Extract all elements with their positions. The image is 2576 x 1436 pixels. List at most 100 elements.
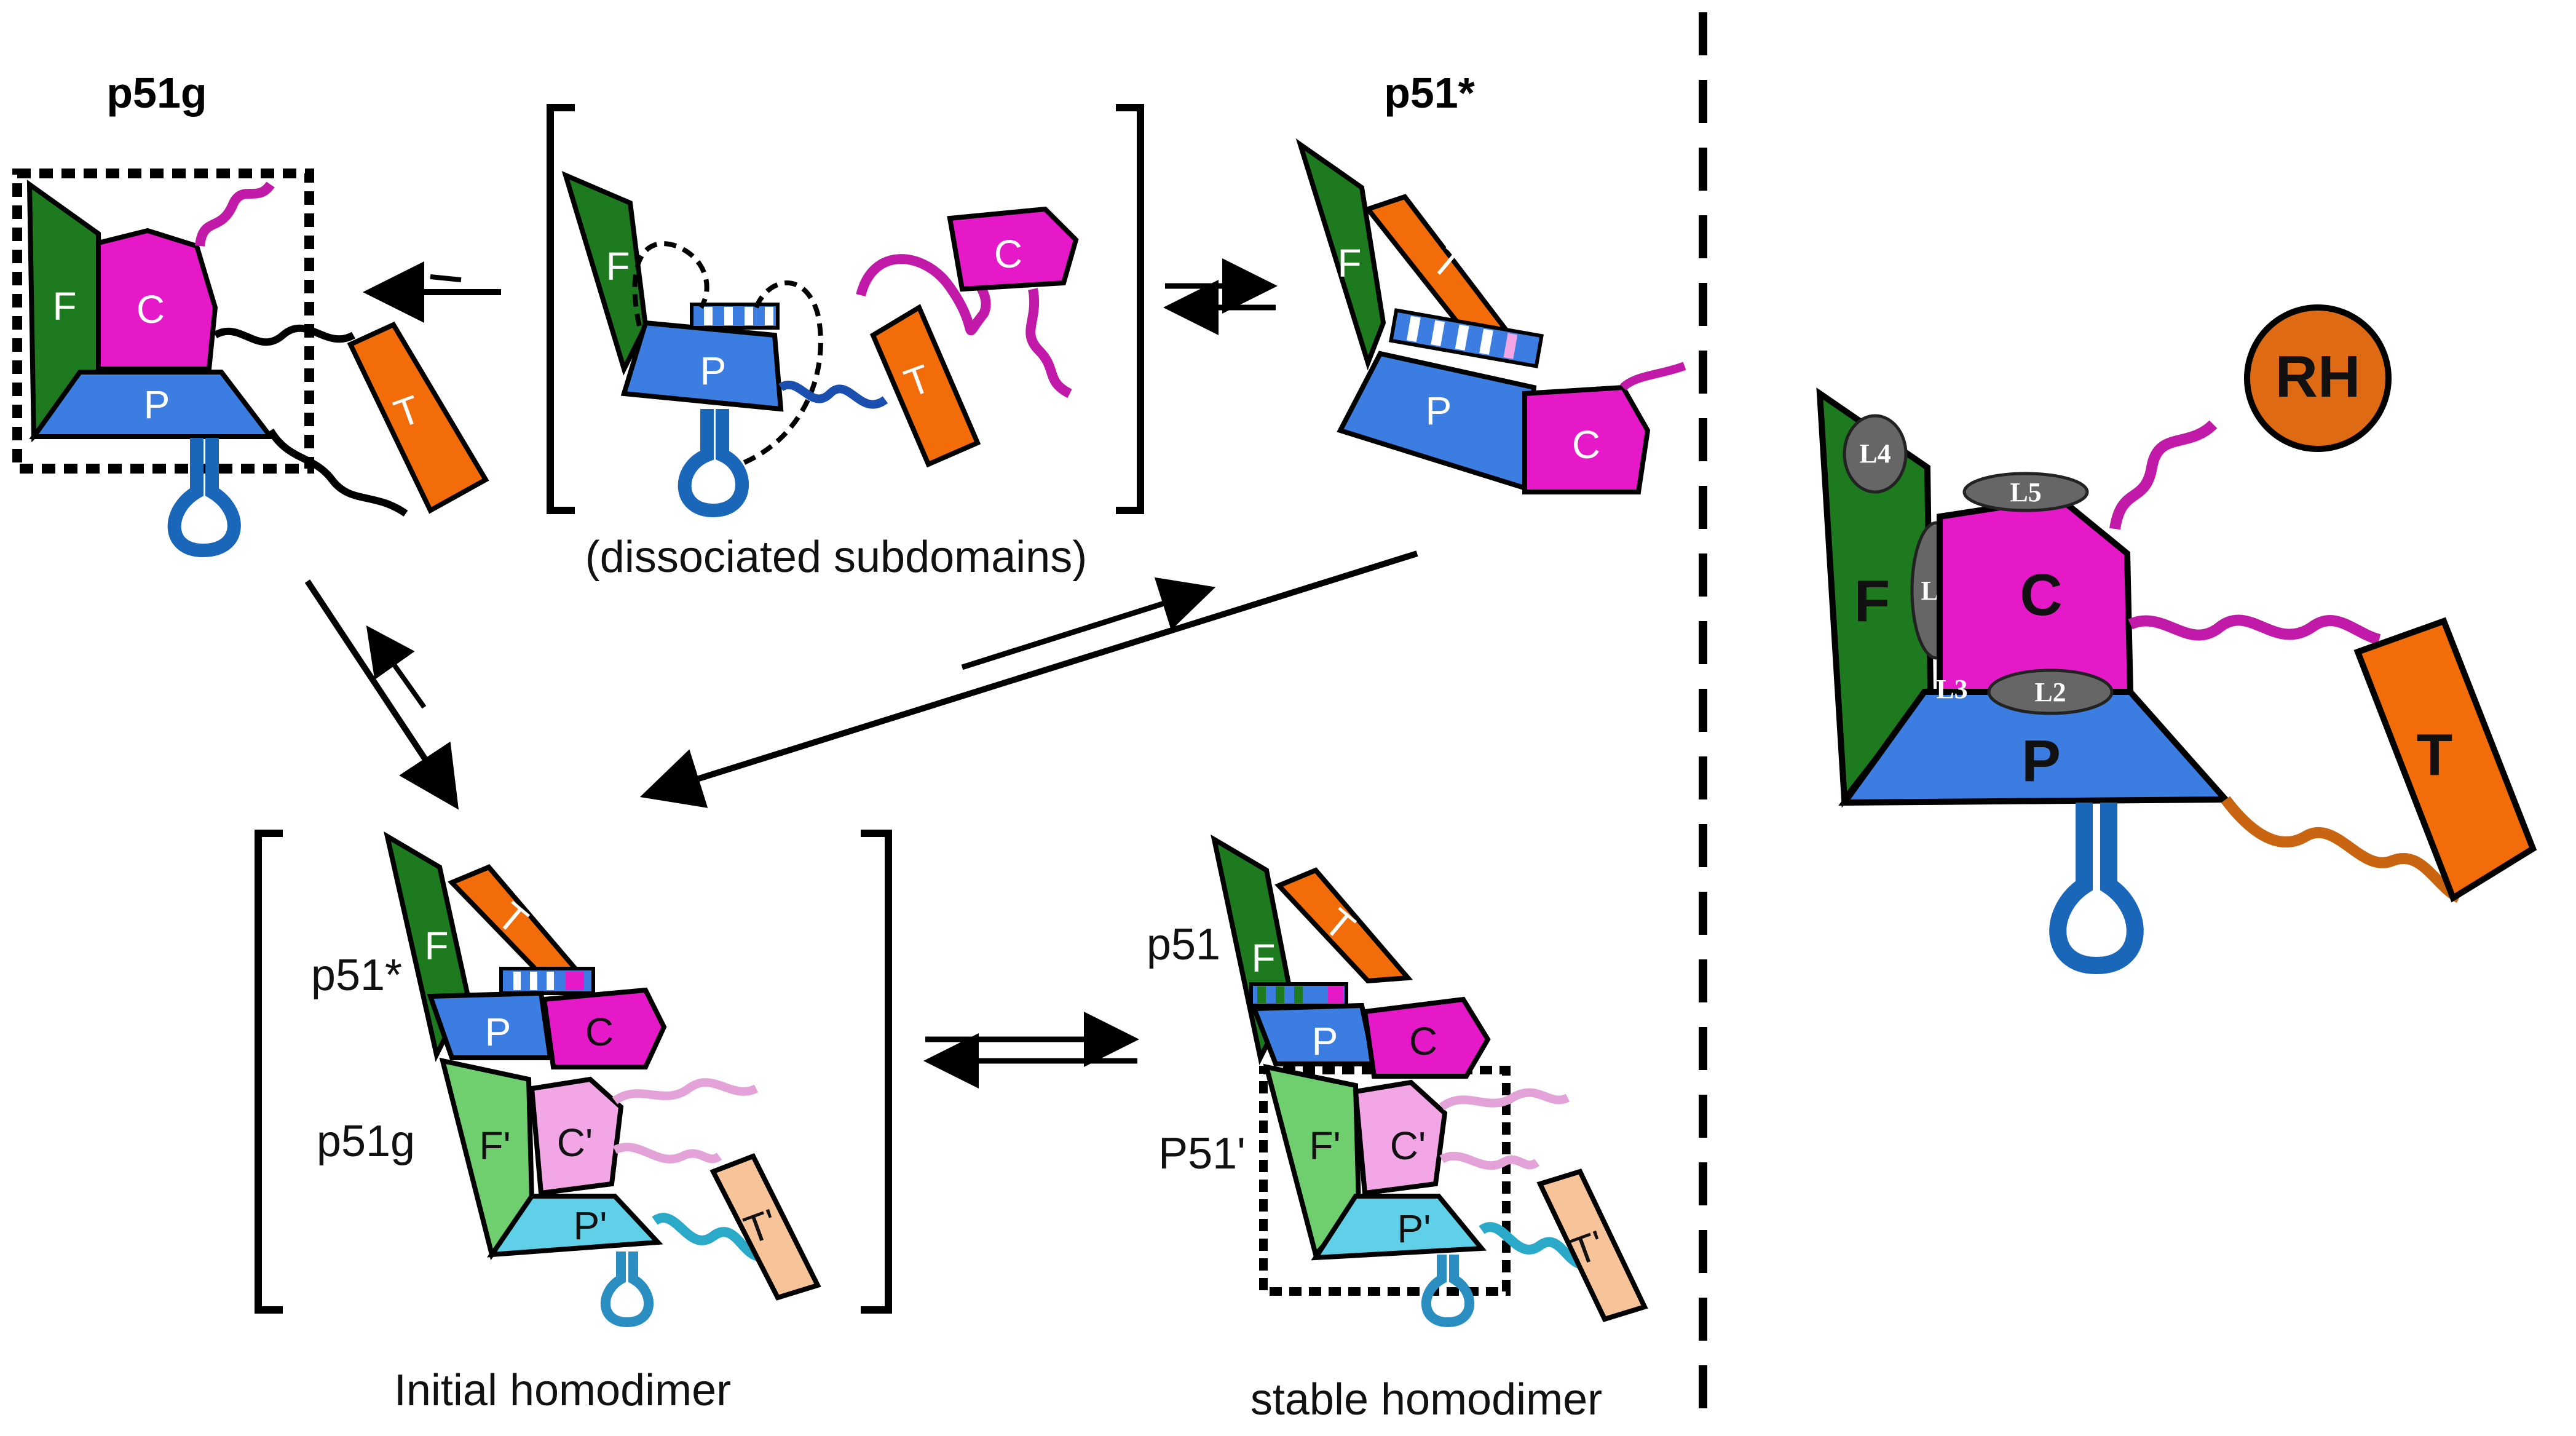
stable-p51prime-label: P51' — [1158, 1129, 1246, 1178]
p51g-panel: p51g F C P T — [12, 69, 489, 558]
diss-palm — [620, 320, 784, 412]
init-top-strand-stripes — [513, 972, 584, 990]
svg-text:F': F' — [479, 1124, 510, 1168]
svg-text:P: P — [1312, 1019, 1338, 1063]
svg-text:L2: L2 — [2034, 677, 2066, 707]
bracket-right-2 — [861, 830, 892, 1314]
full-linker-bottom — [2221, 796, 2462, 903]
stable-bottom-linker-1 — [1439, 1151, 1540, 1170]
p51star-title: p51* — [1384, 69, 1476, 117]
diss-thumb — [869, 304, 981, 468]
equilibrium-arrow-3 — [639, 550, 1418, 808]
p51g-title: p51g — [106, 69, 207, 117]
svg-text:C': C' — [557, 1121, 593, 1165]
svg-text:P: P — [144, 383, 170, 427]
diss-dashed-arc-1 — [632, 241, 709, 327]
svg-text:P: P — [2021, 728, 2061, 794]
diss-dashed-arc-2 — [730, 280, 823, 470]
svg-text:F: F — [1337, 241, 1361, 285]
svg-text:C: C — [136, 287, 165, 331]
detailed-schematic-panel: F L4 L1 C L5 P L2 L3 RH T — [1816, 304, 2537, 975]
svg-text:RH: RH — [2275, 344, 2361, 410]
diss-ctail — [1025, 288, 1072, 399]
init-bottom-thumb — [709, 1152, 821, 1301]
svg-text:F: F — [1251, 936, 1275, 980]
loop-L2 — [1987, 668, 2114, 715]
bracket-right-1 — [1116, 104, 1144, 514]
full-linker-top — [2128, 614, 2381, 645]
stable-top-thumb — [1274, 867, 1413, 984]
stable-bottom-thumb — [1536, 1168, 1648, 1322]
stable-bottom-connection — [1353, 1079, 1448, 1196]
stable-bottom-linker-2 — [1479, 1222, 1594, 1271]
equilibrium-arrow-1 — [363, 261, 501, 323]
svg-text:F: F — [1854, 568, 1891, 634]
init-bottom-palm — [487, 1194, 663, 1258]
loop-L3-label: L3 — [1936, 674, 1967, 704]
svg-text:F': F' — [1309, 1124, 1340, 1168]
svg-text:T: T — [2417, 722, 2453, 788]
p51g-connection — [96, 228, 218, 371]
svg-text:F: F — [424, 924, 448, 968]
stable-bottom-loop — [1421, 1255, 1474, 1328]
initial-caption: Initial homodimer — [394, 1366, 731, 1415]
p51g-ctail — [195, 181, 275, 247]
equilibrium-arrow-5 — [923, 1012, 1139, 1089]
init-bottom-loop — [601, 1252, 654, 1328]
p51g-linker-bottom — [267, 428, 408, 517]
svg-text:P: P — [1426, 389, 1452, 433]
svg-text:C: C — [2020, 562, 2062, 628]
bracket-left-1 — [547, 104, 575, 514]
diss-beta-loop — [678, 409, 749, 518]
svg-text:P': P' — [1397, 1207, 1431, 1251]
init-bottom-linker-2 — [652, 1213, 771, 1262]
svg-text:F: F — [606, 244, 630, 288]
svg-text:P: P — [700, 349, 727, 393]
svg-text:L5: L5 — [2010, 477, 2041, 507]
bracket-left-2 — [255, 830, 283, 1314]
full-thumb — [2353, 617, 2537, 903]
svg-text:C: C — [1409, 1019, 1437, 1063]
svg-text:P: P — [485, 1010, 512, 1054]
loop-L4 — [1843, 414, 1908, 494]
p51g-thumb — [347, 321, 489, 514]
init-top-connection — [541, 987, 667, 1069]
stable-bottom-palm — [1311, 1194, 1487, 1261]
p51star-panel: p51* F T P C — [1295, 69, 1686, 494]
svg-text:C': C' — [1390, 1124, 1426, 1168]
svg-text:L4: L4 — [1859, 438, 1891, 469]
svg-text:C: C — [585, 1010, 614, 1054]
stable-p51-label: p51 — [1147, 920, 1220, 969]
initial-p51g-label: p51g — [317, 1117, 415, 1166]
svg-text:C: C — [1572, 422, 1600, 467]
svg-text:F: F — [52, 284, 76, 328]
stable-top-connection — [1362, 996, 1491, 1079]
svg-text:P': P' — [574, 1204, 607, 1248]
svg-text:C: C — [994, 232, 1022, 276]
stable-homodimer-panel: p51 P51' F T P C F' C' P' T' stable homo… — [1147, 834, 1648, 1424]
full-rnaseh — [2244, 304, 2392, 452]
diss-connection — [947, 206, 1079, 292]
init-bottom-ctail — [612, 1078, 759, 1105]
p51g-linker-top — [213, 324, 355, 346]
dissociated-caption: (dissociated subdomains) — [585, 533, 1087, 582]
init-bottom-linker-1 — [612, 1143, 722, 1164]
p51star-connection — [1522, 384, 1651, 494]
stable-bottom-ctail — [1439, 1088, 1570, 1111]
stable-top-strand-stripes — [1257, 986, 1343, 1003]
stable-caption: stable homodimer — [1250, 1375, 1602, 1424]
equilibrium-arrow-2 — [1163, 258, 1278, 335]
full-beta-loop — [2049, 803, 2144, 975]
p51star-strand-stripes — [1406, 315, 1518, 359]
p51g-dashed-box — [12, 169, 314, 474]
diss-linker-blue — [778, 380, 888, 409]
p51star-fingers — [1295, 138, 1386, 371]
p51star-ctail — [1620, 362, 1686, 391]
p51g-beta-loop — [167, 438, 241, 558]
loop-L5 — [1962, 472, 2089, 512]
initial-homodimer-panel: p51* p51g F T P C F' C' P' T' Initial ho… — [255, 830, 892, 1415]
initial-p51star-label: p51* — [311, 951, 402, 1000]
equilibrium-arrow-4 — [304, 579, 459, 810]
full-ctail-to-rh — [2109, 420, 2218, 530]
